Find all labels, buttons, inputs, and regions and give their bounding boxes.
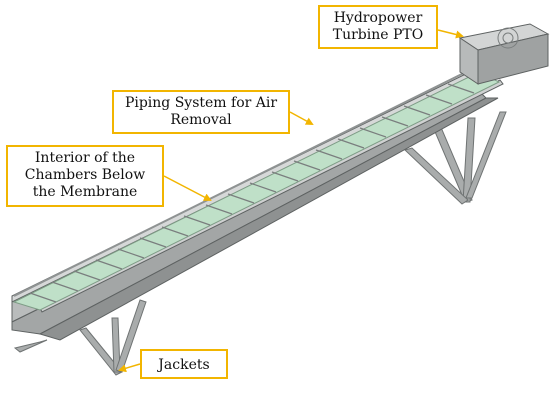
chamber-dividers xyxy=(29,83,475,303)
membrane-surface xyxy=(12,71,501,311)
callout-arrows xyxy=(118,29,464,373)
arrow-interior xyxy=(163,175,212,201)
turbine-housing xyxy=(458,23,550,85)
piping-callout: Piping System for Air Removal xyxy=(112,90,290,134)
arrow-turbine xyxy=(437,29,464,39)
jackets-callout: Jackets xyxy=(140,349,228,379)
turbine-callout: Hydropower Turbine PTO xyxy=(318,5,438,49)
arrow-jackets xyxy=(118,363,141,373)
arrow-piping xyxy=(289,111,314,125)
interior-callout: Interior of the Chambers Below the Membr… xyxy=(6,145,164,207)
air-piping xyxy=(13,65,479,297)
jacket-legs xyxy=(13,111,507,376)
